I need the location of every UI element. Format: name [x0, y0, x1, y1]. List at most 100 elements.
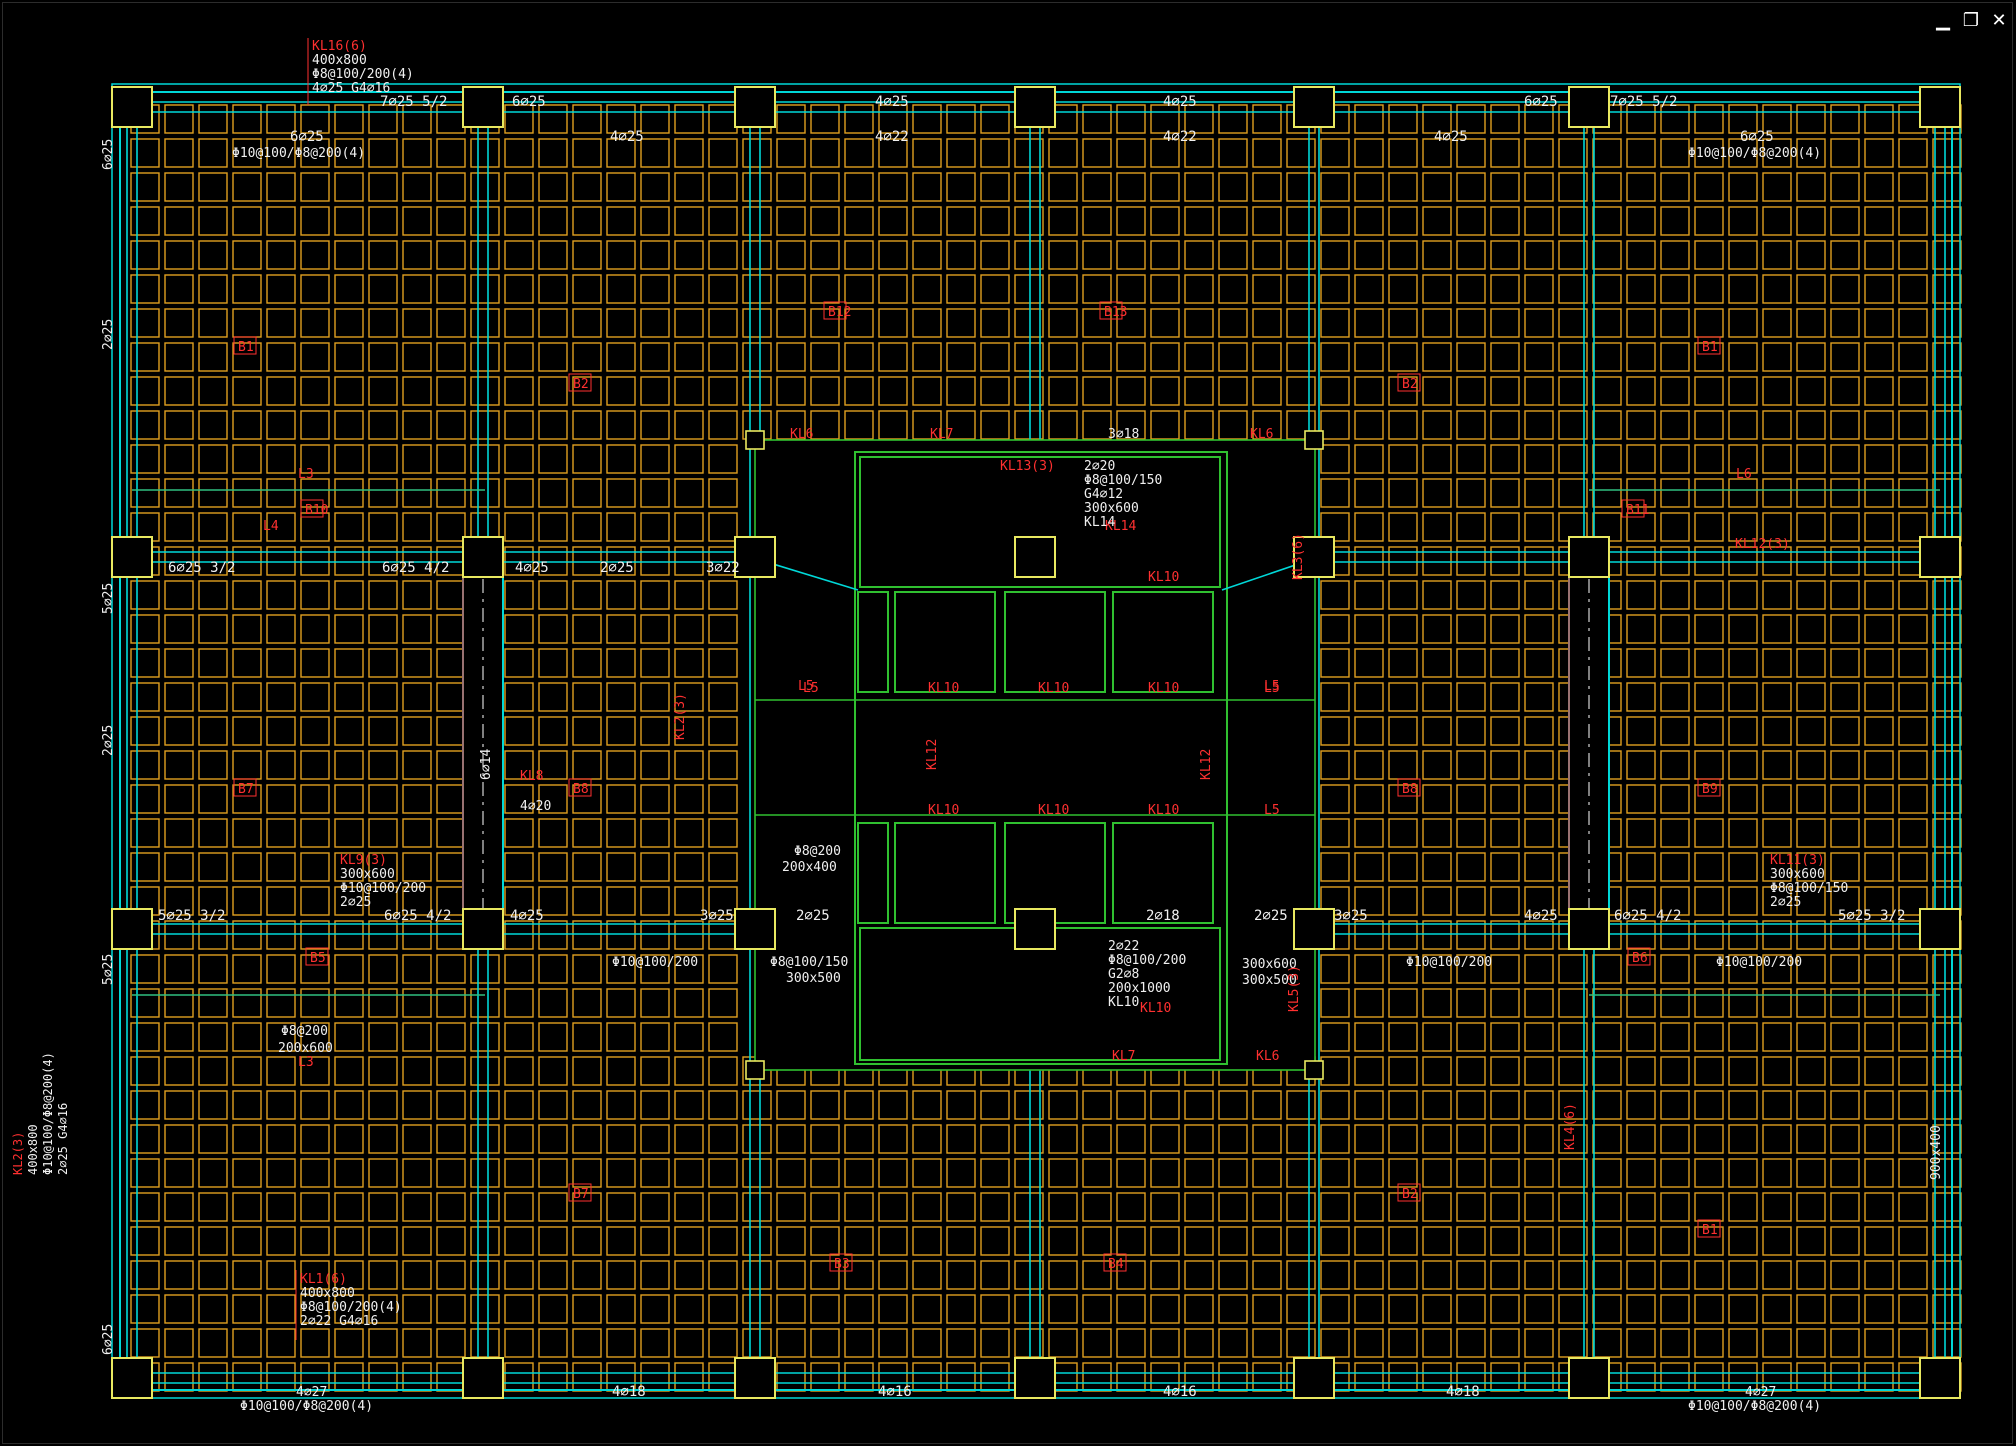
slab-cell: [1626, 376, 1656, 406]
slab-cell: [674, 1362, 704, 1392]
slab-cell: [912, 104, 942, 134]
slab-cell: [198, 784, 228, 814]
slab-cell: [1558, 1226, 1588, 1256]
slab-cell: [912, 1226, 942, 1256]
slab-cell: [674, 274, 704, 304]
slab-cell: [402, 886, 432, 916]
slab-cell: [232, 1056, 262, 1086]
slab-cell: [1422, 818, 1452, 848]
slab-cell: [164, 1090, 194, 1120]
panel-tag: [1397, 373, 1421, 392]
slab-cell: [334, 138, 364, 168]
slab-cell: [164, 444, 194, 474]
slab-cell: [538, 512, 568, 542]
column: [1293, 908, 1335, 950]
slab-cell: [300, 1328, 330, 1358]
slab-cell: [1422, 1328, 1452, 1358]
slab-cell: [640, 852, 670, 882]
slab-cell: [1626, 818, 1656, 848]
slab-cell: [232, 172, 262, 202]
slab-cell: [1694, 546, 1724, 576]
slab-cell: [708, 206, 738, 236]
panel-tag: [568, 778, 592, 797]
slab-cell: [1694, 1362, 1724, 1392]
slab-cell: [1048, 240, 1078, 270]
slab-cell: [538, 1056, 568, 1086]
slab-cell: [1354, 1090, 1384, 1120]
top-rebar-label: 4⌀25: [610, 129, 644, 145]
slab-cell: [1762, 1158, 1792, 1188]
slab-cell: [1082, 138, 1112, 168]
slab-cell: [1048, 1090, 1078, 1120]
slab-cell: [1388, 1090, 1418, 1120]
slab-cell: [1864, 206, 1894, 236]
slab-cell: [164, 852, 194, 882]
slab-cell: [1898, 444, 1928, 474]
slab-cell: [1694, 648, 1724, 678]
slab-cell: [334, 920, 364, 950]
slab-cell: [1660, 240, 1690, 270]
slab-cell: [368, 920, 398, 950]
panel-tag: [568, 1183, 592, 1202]
slab-cell: [1422, 1158, 1452, 1188]
slab-cell: [538, 852, 568, 882]
slab-cell: [1320, 852, 1350, 882]
slab-cell: [1082, 376, 1112, 406]
slab-cell: [198, 1090, 228, 1120]
slab-cell: [1932, 478, 1962, 508]
core-label: KL7: [930, 427, 953, 442]
slab-cell: [1660, 478, 1690, 508]
slab-cell: [708, 988, 738, 1018]
slab-cell: [1286, 1226, 1316, 1256]
slab-cell: [1626, 546, 1656, 576]
column: [1568, 86, 1610, 128]
slab-cell: [470, 1056, 500, 1086]
slab-cell: [1388, 750, 1418, 780]
slab-cell: [1082, 1294, 1112, 1324]
slab-cell: [1558, 478, 1588, 508]
slab-cell: [1388, 444, 1418, 474]
slab-cell: [810, 1192, 840, 1222]
slab-cell: [436, 342, 466, 372]
slab-cell: [1456, 648, 1486, 678]
slab-cell: [1286, 342, 1316, 372]
slab-cell: [776, 1328, 806, 1358]
slab-cell: [232, 206, 262, 236]
slab-cell: [402, 818, 432, 848]
slab-cell: [1728, 954, 1758, 984]
slab-cell: [878, 172, 908, 202]
slab-cell: [708, 614, 738, 644]
slab-cell: [776, 1158, 806, 1188]
slab-cell: [198, 274, 228, 304]
slab-cell: [1116, 138, 1146, 168]
slab-cell: [1524, 376, 1554, 406]
slab-cell: [1864, 1124, 1894, 1154]
slab-cell: [164, 920, 194, 950]
slab-cell: [1830, 750, 1860, 780]
restore-icon[interactable]: ❐: [1962, 10, 1980, 31]
slab-cell: [1456, 716, 1486, 746]
slab-cell: [708, 478, 738, 508]
slab-cell: [368, 750, 398, 780]
slab-cell: [1422, 478, 1452, 508]
slab-cell: [436, 784, 466, 814]
slab-cell: [1490, 614, 1520, 644]
slab-cell: [1626, 580, 1656, 610]
slab-cell: [1490, 1124, 1520, 1154]
slab-cell: [1456, 274, 1486, 304]
slab-cell: [1830, 818, 1860, 848]
slab-cell: [1830, 1090, 1860, 1120]
slab-cell: [1762, 920, 1792, 950]
slab-cell: [878, 1192, 908, 1222]
slab-cell: [1490, 1022, 1520, 1052]
minimize-icon[interactable]: ▁: [1936, 10, 1950, 31]
slab-cell: [334, 512, 364, 542]
panel-tag: [823, 301, 847, 320]
slab-cell: [368, 614, 398, 644]
close-icon[interactable]: ✕: [1991, 10, 2007, 31]
slab-cell: [1592, 342, 1622, 372]
slab-cell: [1932, 648, 1962, 678]
slab-cell: [1388, 1124, 1418, 1154]
slab-cell: [368, 342, 398, 372]
